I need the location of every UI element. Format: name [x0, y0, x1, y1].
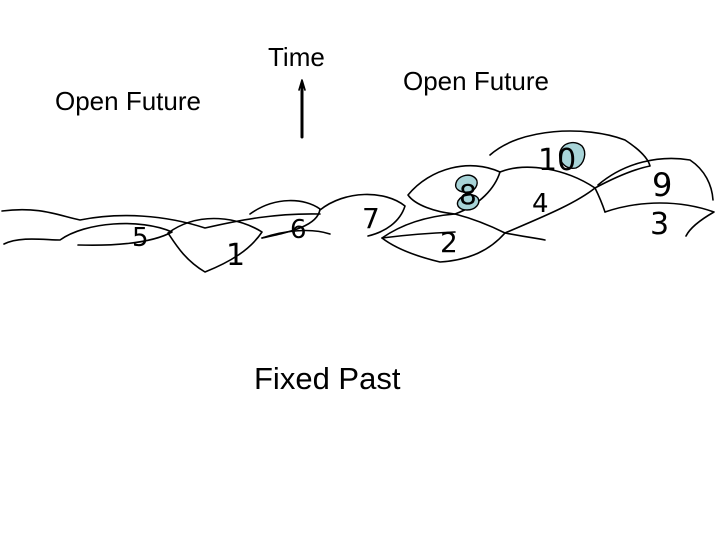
- bubble-4-lower: [594, 187, 606, 213]
- bubble-9-number: 9: [652, 166, 672, 204]
- bubble-4-number: 4: [532, 189, 549, 219]
- bubble-8-highlight-top: [454, 174, 478, 193]
- fixed-past-label: Fixed Past: [254, 361, 401, 396]
- bubble-7-outline: [319, 193, 406, 237]
- bubble-3-outline: [604, 202, 715, 237]
- open-future-label-left: Open Future: [55, 86, 201, 116]
- bubble-5-outline: [3, 222, 173, 247]
- bubble-9-outline: [597, 157, 714, 201]
- open-future-label-right: Open Future: [403, 66, 549, 96]
- bubble-3-number: 3: [650, 207, 669, 242]
- bubble-5-number: 5: [132, 223, 149, 253]
- bubble-numbers: 1 2 3 4 5 6 7 8 9 10: [132, 143, 672, 273]
- bubble-ridge-left: [1, 208, 321, 229]
- time-axis-label: Time: [268, 42, 325, 72]
- bubble-10-number: 10: [538, 143, 576, 178]
- bubble-ridge-right: [381, 231, 546, 241]
- bubble-1-outline: [167, 217, 263, 273]
- bubble-7-number: 7: [362, 202, 380, 235]
- bubble-8-number: 8: [459, 178, 477, 211]
- bubble-2-number: 2: [440, 226, 458, 259]
- time-arrow: [298, 79, 306, 139]
- bubble-10-outline: [489, 130, 651, 189]
- bubble-6-lower: [261, 229, 331, 239]
- bubble-outlines: [1, 130, 715, 273]
- bubble-1-number: 1: [226, 238, 245, 273]
- bubble-8-outline: [407, 164, 501, 215]
- bubble-8-highlight-bottom: [456, 194, 480, 211]
- bubble-6-number: 6: [290, 215, 307, 245]
- highlighted-bubbles: [454, 141, 586, 211]
- bubble-10-highlight: [559, 141, 586, 169]
